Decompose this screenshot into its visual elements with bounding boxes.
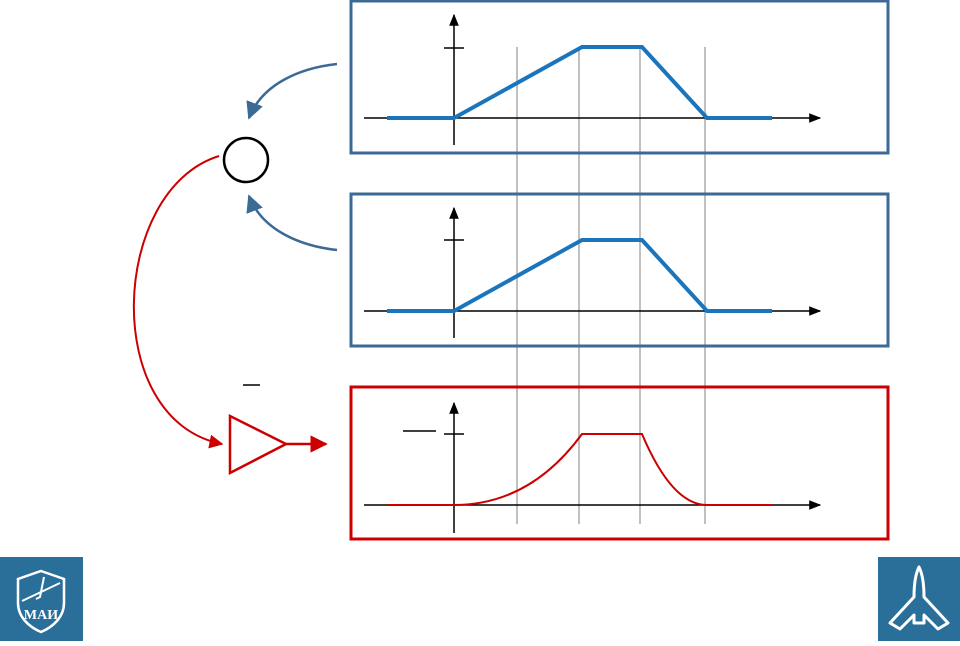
trapezoid-signal-a [387, 45, 772, 120]
product-signal [387, 433, 772, 506]
time-guides [516, 47, 706, 524]
rocket-logo-icon [878, 557, 960, 641]
signal-panel-a [349, 0, 890, 155]
panel-frame-b [349, 192, 890, 348]
mai-logo: МАИ [0, 557, 83, 641]
signal-panel-b [349, 192, 890, 348]
gain-amplifier [228, 413, 289, 476]
trapezoid-signal-b [387, 238, 772, 313]
mai-logo-text: МАИ [24, 608, 58, 623]
feed-arrow-b [246, 194, 338, 252]
output-panel [349, 385, 890, 541]
feed-arrow-a [246, 62, 338, 120]
panel-frame-output [349, 385, 890, 541]
multiplier-node [222, 136, 270, 184]
product-path-arrow [132, 155, 224, 449]
panel-frame-a [349, 0, 890, 155]
